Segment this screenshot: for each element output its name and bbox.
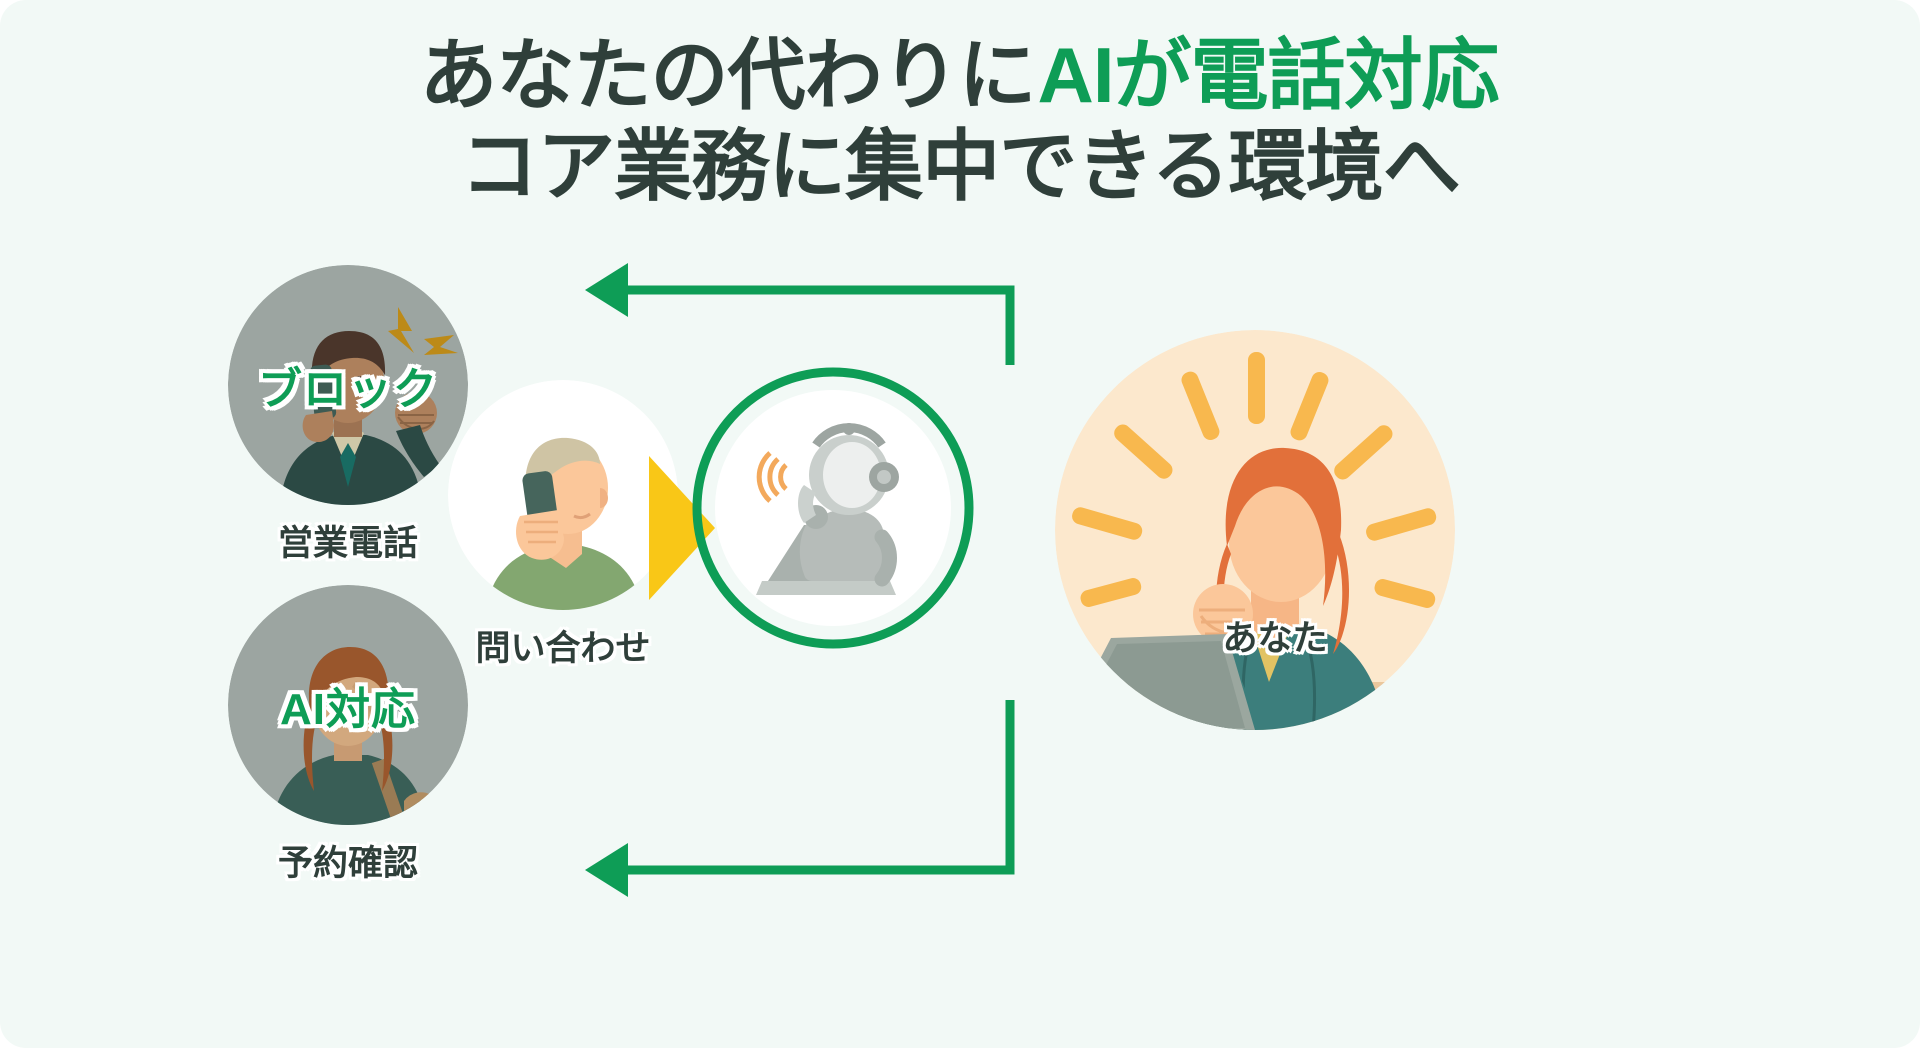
arrowhead-bottom-icon bbox=[585, 843, 628, 897]
title-line-1-plain: あなたの代わりに bbox=[419, 31, 1036, 119]
forward-arrow-icon bbox=[649, 456, 715, 600]
arrow-path-top bbox=[600, 285, 1015, 365]
node-inquiry[interactable]: 問い合わせ bbox=[448, 380, 678, 668]
anger-bolt-2-icon bbox=[424, 335, 458, 355]
reservation-overlay-tag: AI対応 bbox=[280, 685, 416, 734]
arrow-path-bottom bbox=[600, 700, 1015, 875]
reservation-label: 予約確認 bbox=[277, 844, 419, 883]
node-reservation[interactable]: AI対応 予約確認 bbox=[228, 585, 468, 883]
ai-robot-avatar bbox=[692, 367, 974, 649]
node-you[interactable]: あなた bbox=[1055, 330, 1455, 730]
inquiry-avatar bbox=[448, 380, 678, 610]
sales-call-avatar: ブロック bbox=[228, 265, 468, 505]
sales-call-overlay-tag: ブロック bbox=[258, 365, 438, 414]
page-title: あなたの代わりにAIが電話対応 コア業務に集中できる環境へ bbox=[0, 34, 1920, 207]
title-line-1: あなたの代わりにAIが電話対応 bbox=[0, 34, 1920, 117]
reservation-avatar: AI対応 bbox=[228, 585, 468, 825]
node-sales-call[interactable]: ブロック 営業電話 bbox=[228, 265, 468, 563]
you-label: あなた bbox=[1222, 619, 1328, 658]
node-ai-robot[interactable] bbox=[692, 367, 974, 649]
sales-call-label: 営業電話 bbox=[277, 524, 419, 563]
arrowhead-top-icon bbox=[585, 263, 628, 317]
anger-bolt-1-icon bbox=[388, 307, 414, 353]
you-avatar bbox=[1055, 330, 1455, 730]
inquiry-label: 問い合わせ bbox=[475, 629, 651, 668]
title-line-1-accent: AIが電話対応 bbox=[1033, 31, 1507, 119]
title-line-2: コア業務に集中できる環境へ bbox=[460, 121, 1460, 210]
